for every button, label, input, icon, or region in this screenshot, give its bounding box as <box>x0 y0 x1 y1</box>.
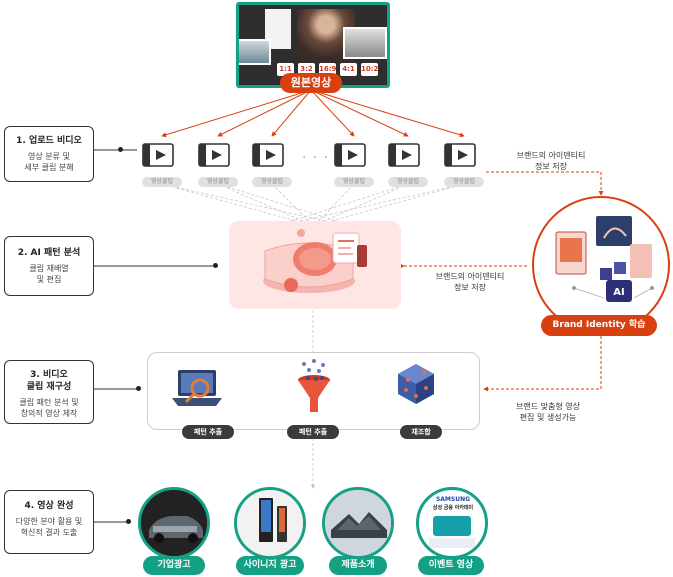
aspect-ratio: 1:1 <box>277 63 294 76</box>
aspect-ratio: 3:2 <box>298 63 315 76</box>
step-upload-video: 1. 업로드 비디오 영상 분류 및 세부 클립 분해 <box>4 126 94 182</box>
clip-ellipsis: · · · <box>302 150 330 166</box>
video-clip: 영상클립 <box>444 140 484 187</box>
aspect-ratio-list: 1:1 3:2 16:9 4:1 10:2 <box>277 63 378 76</box>
step-desc: 영상 분류 및 세부 클립 분해 <box>24 152 74 172</box>
connector-dot <box>213 263 218 268</box>
video-clip-label: 영상클립 <box>252 177 292 187</box>
video-thumbnail <box>343 27 387 59</box>
step-desc: 다양한 분야 활용 및 혁신적 결과 도출 <box>15 517 83 537</box>
video-clip-label: 영상클립 <box>444 177 484 187</box>
step-video-complete: 4. 영상 완성 다양한 분야 활용 및 혁신적 결과 도출 <box>4 490 94 554</box>
video-clip-icon <box>198 143 230 167</box>
brand-store-note: 브랜드의 아이덴티티 정보 저장 <box>435 272 505 292</box>
video-clip-icon <box>142 143 174 167</box>
pattern-extract-label: 패턴 추출 <box>287 425 339 439</box>
aspect-ratio: 10:2 <box>361 63 378 76</box>
video-clip-icon <box>444 143 476 167</box>
video-clip-label: 영상클립 <box>142 177 182 187</box>
step-desc: 클립 패턴 분석 및 창의적 영상 제작 <box>19 398 79 418</box>
video-clip: 영상클립 <box>198 140 238 187</box>
brand-identity-illustration: AI <box>555 216 654 302</box>
cube-cluster-icon <box>398 364 434 404</box>
event-title: 삼성 금융 아카데미 <box>432 505 474 511</box>
samsung-logo: SAMSUNG <box>435 496 471 503</box>
result-label-product-intro: 제품소개 <box>329 556 387 575</box>
connector-dot <box>126 519 131 524</box>
video-clip-label: 영상클립 <box>388 177 428 187</box>
event-info-block <box>429 538 475 548</box>
video-clip-label: 영상클립 <box>334 177 374 187</box>
video-clip-icon <box>388 143 420 167</box>
video-clip: 영상클립 <box>252 140 292 187</box>
event-graphic <box>433 516 471 536</box>
aspect-ratio: 4:1 <box>340 63 357 76</box>
result-label-signage-ad: 사이니지 광고 <box>236 556 304 575</box>
event-video-image: SAMSUNG 삼성 금융 아카데미 <box>416 487 488 559</box>
video-clip-label: 영상클립 <box>198 177 238 187</box>
video-thumbnail <box>239 39 271 65</box>
connector-dot <box>118 147 123 152</box>
step-video-clip-recompose: 3. 비디오 클립 재구성 클립 패턴 분석 및 창의적 영상 제작 <box>4 360 94 424</box>
laptop-magnifier-icon <box>172 370 222 406</box>
brand-identity-label: Brand Identity 학습 <box>541 315 657 336</box>
brand-identity-circle: AI <box>532 196 670 334</box>
product-intro-image <box>322 487 394 559</box>
result-label-corporate-ad: 기업광고 <box>143 556 205 575</box>
step-title: 4. 영상 완성 <box>24 501 74 511</box>
connector-dot <box>136 386 141 391</box>
signage-ad-image <box>234 487 306 559</box>
source-video-label: 원본영상 <box>280 73 342 93</box>
brand-store-note: 브랜드의 아이덴티티 정보 저장 <box>516 151 586 171</box>
aspect-ratio: 16:9 <box>319 63 336 76</box>
step-desc: 클립 재배열 및 편집 <box>29 264 69 284</box>
recombine-label: 재조합 <box>400 425 442 439</box>
video-clip-icon <box>252 143 284 167</box>
step-title: 3. 비디오 클립 재구성 <box>26 370 72 392</box>
corporate-ad-image <box>138 487 210 559</box>
step-title: 1. 업로드 비디오 <box>16 136 82 146</box>
funnel-icon <box>298 359 330 412</box>
step-title: 2. AI 패턴 분석 <box>17 248 81 258</box>
step-ai-pattern-analysis: 2. AI 패턴 분석 클립 재배열 및 편집 <box>4 236 94 296</box>
video-clip: 영상클립 <box>334 140 374 187</box>
ai-tag: AI <box>613 287 624 298</box>
ai-brain-illustration <box>263 229 367 293</box>
video-clip-icon <box>334 143 366 167</box>
video-clip: 영상클립 <box>388 140 428 187</box>
brand-edit-note: 브랜드 맞춤형 영상 편집 및 생성가능 <box>516 402 580 422</box>
pattern-extract-label: 패턴 추출 <box>182 425 234 439</box>
ai-analysis-box <box>229 221 401 309</box>
result-label-event-video: 이벤트 영상 <box>418 556 484 575</box>
video-clip: 영상클립 <box>142 140 182 187</box>
